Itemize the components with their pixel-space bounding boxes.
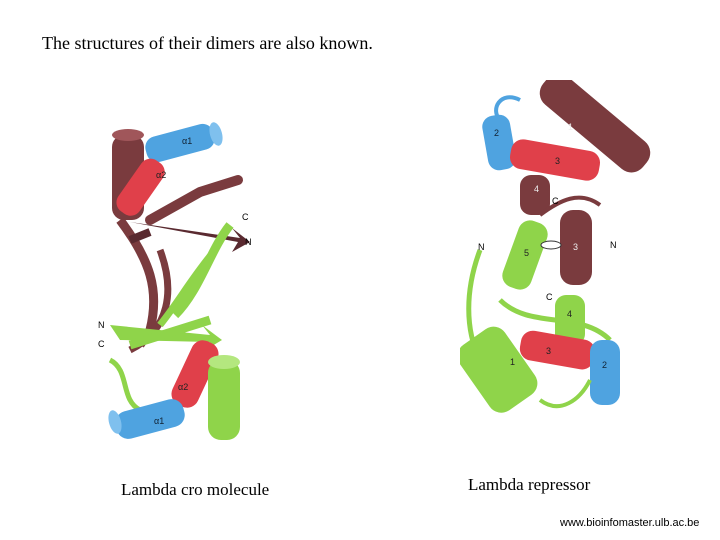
alpha1-bottom-label: α1 <box>154 416 164 426</box>
helix-2-bottom-label: 2 <box>602 360 607 370</box>
helix-1-bottom-label: 1 <box>510 357 515 367</box>
helix-3-mid-label: 3 <box>573 242 578 252</box>
helix-4-top-label: 4 <box>534 184 539 194</box>
lambda-cro-caption: Lambda cro molecule <box>121 480 270 499</box>
helix-3-top-label: 3 <box>555 156 560 166</box>
alpha2-bottom-label: α2 <box>178 382 188 392</box>
footer-url: www.bioinfomaster.ulb.ac.be <box>560 517 700 529</box>
alpha2-top-label: α2 <box>156 170 166 180</box>
c-terminus-mid-label: C <box>546 292 553 302</box>
helix-1-top-label: 1 <box>568 122 573 132</box>
n-terminus-top-label: N <box>245 237 252 247</box>
lambda-cro-illustration: α1 α2 C N N C α2 α1 <box>98 122 252 440</box>
helix-4-bottom-label: 4 <box>567 309 572 319</box>
n-terminus-right-label: N <box>610 240 617 250</box>
c-terminus-top-label: C <box>242 212 249 222</box>
helix-5-top-label: 5 <box>524 248 529 258</box>
n-terminus-bottom-label: N <box>98 320 105 330</box>
lambda-repressor-caption: Lambda repressor <box>468 475 591 494</box>
helix-2-top-label: 2 <box>494 128 499 138</box>
alpha1-top-label: α1 <box>182 136 192 146</box>
n-terminus-left-label: N <box>478 242 485 252</box>
c-terminus-top-label: C <box>552 196 559 206</box>
slide-title: The structures of their dimers are also … <box>42 33 373 53</box>
c-terminus-bottom-label: C <box>98 339 105 349</box>
helix-3-bottom-label: 3 <box>546 346 551 356</box>
lambda-repressor-illustration: 2 1 3 4 C 5 3 N N C 4 3 1 2 <box>460 80 651 413</box>
